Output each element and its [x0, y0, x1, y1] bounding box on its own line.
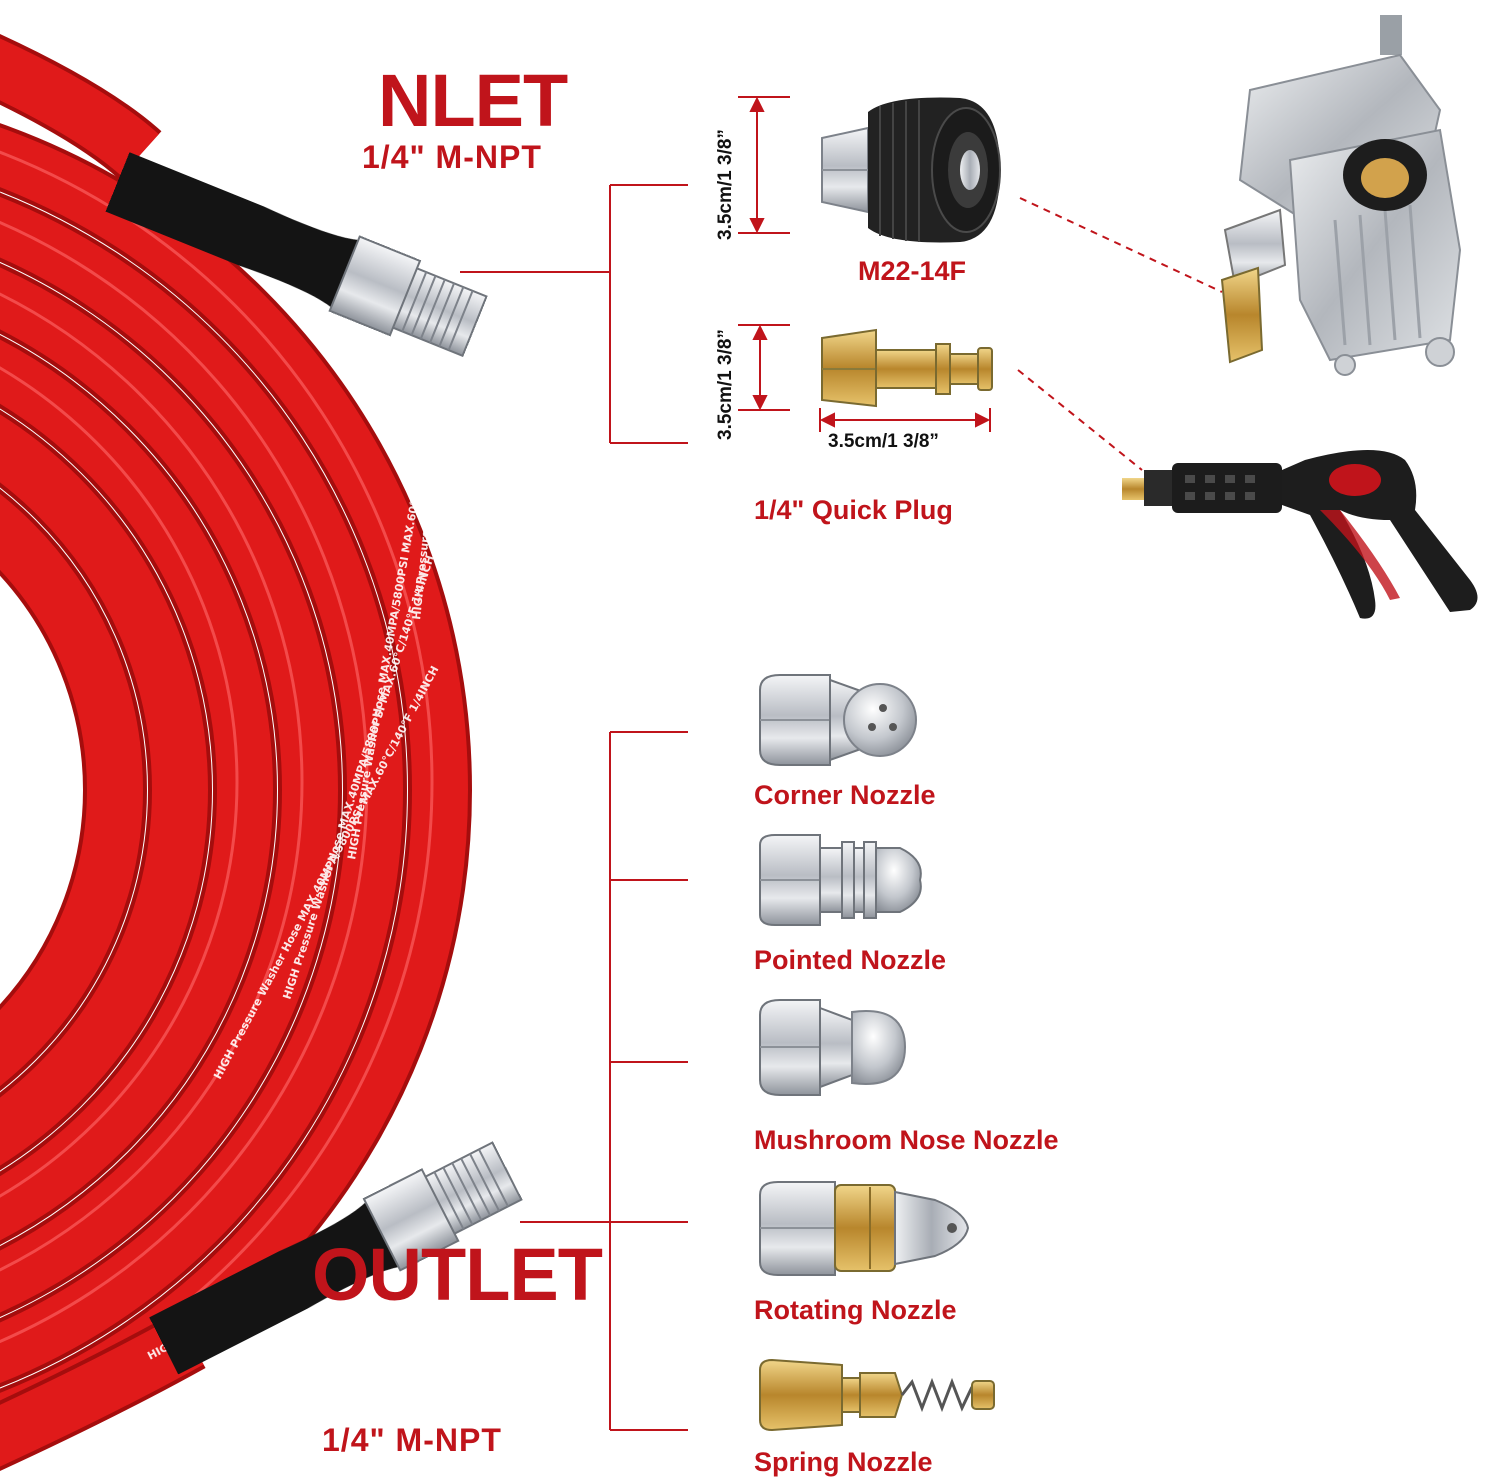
inlet-title: NLET — [378, 59, 568, 142]
rotating-nozzle-illustration — [759, 1181, 970, 1276]
m22-label: M22-14F — [858, 256, 967, 286]
outlet-thread-label: 1/4" M-NPT — [322, 1422, 502, 1458]
rotating-nozzle-label: Rotating Nozzle — [754, 1295, 957, 1325]
pointed-nozzle-label: Pointed Nozzle — [754, 945, 947, 975]
quick-plug-illustration — [821, 328, 993, 408]
dimension-lines — [738, 96, 991, 432]
outlet-fitting-illustration — [149, 1141, 523, 1375]
hose-print: HIGH Pressure Washer Hose MAX.40MPA/5800… — [410, 155, 472, 620]
quick-plug-height-dim: 3.5cm/1 3/8” — [715, 329, 736, 440]
connector-lines — [460, 184, 688, 1431]
corner-nozzle-label: Corner Nozzle — [754, 780, 936, 810]
corner-nozzle-illustration — [759, 674, 917, 766]
mushroom-nose-nozzle-illustration — [759, 999, 907, 1096]
spring-nozzle-label: Spring Nozzle — [754, 1447, 933, 1477]
spring-nozzle-illustration — [759, 1358, 995, 1432]
outlet-title: OUTLET — [312, 1233, 603, 1316]
dashed-pointers — [1017, 197, 1223, 471]
spray-gun-illustration — [1122, 450, 1478, 619]
m22-height-dim: 3.5cm/1 3/8” — [715, 129, 736, 240]
mushroom-nose-nozzle-label: Mushroom Nose Nozzle — [754, 1125, 1059, 1155]
quick-plug-width-dim: 3.5cm/1 3/8” — [828, 431, 939, 452]
pointed-nozzle-illustration — [759, 834, 922, 926]
pump-illustration — [1220, 15, 1462, 376]
m22-coupler-illustration — [821, 97, 1001, 243]
quick-plug-label: 1/4" Quick Plug — [754, 495, 953, 525]
inlet-thread-label: 1/4" M-NPT — [362, 139, 542, 175]
inlet-fitting-illustration — [105, 152, 488, 358]
